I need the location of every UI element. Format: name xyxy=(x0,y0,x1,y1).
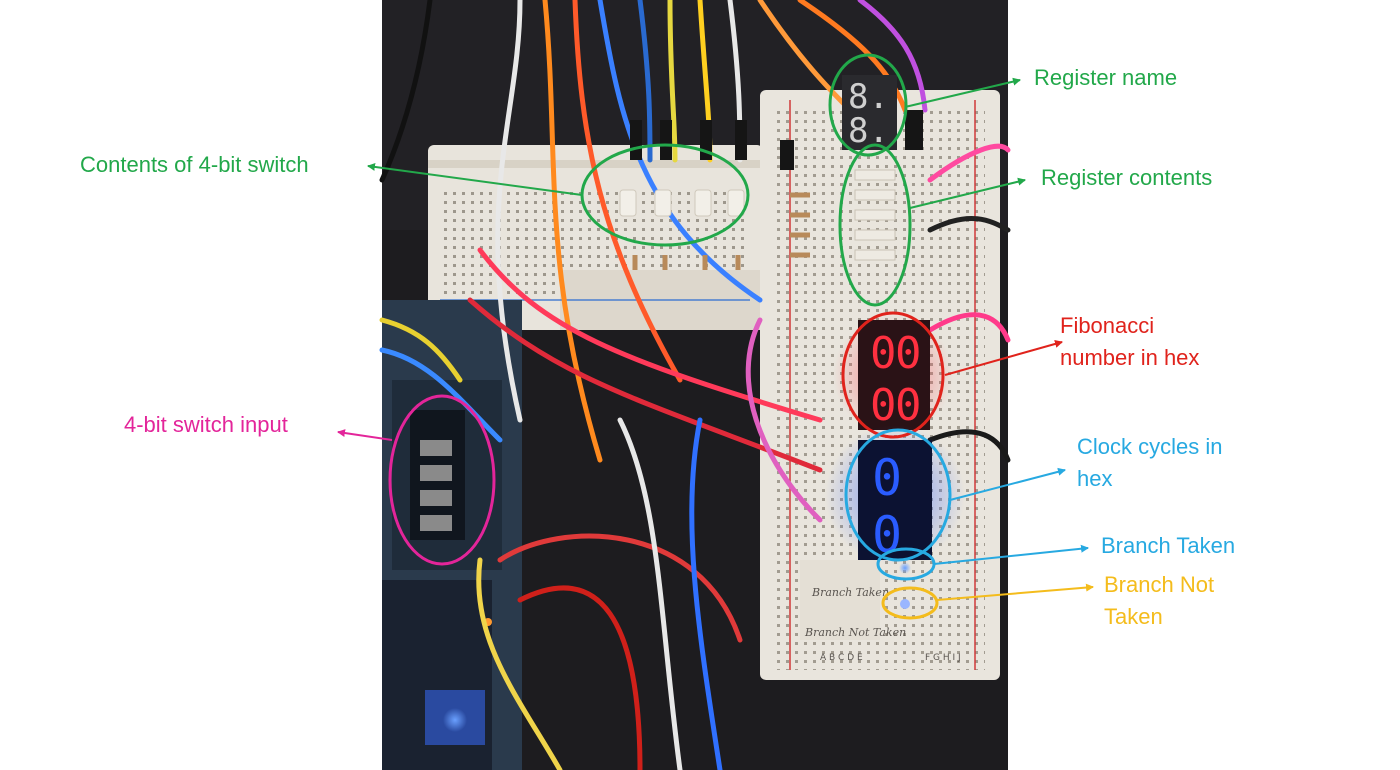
column-letters-left: A B C D E xyxy=(820,653,863,663)
resistors xyxy=(632,192,810,270)
switch-input-arrow xyxy=(337,429,393,441)
clock-ellipse xyxy=(844,428,952,562)
register-name-display: 8. 8. xyxy=(842,75,897,151)
dip-switch xyxy=(410,410,465,540)
branch-not-taken-label-line1: Branch Not xyxy=(1104,572,1215,597)
clock-label-line2: hex xyxy=(1077,466,1113,491)
branch-not-taken-led xyxy=(900,599,910,609)
branch-taken-led xyxy=(899,562,911,574)
switch-input-ellipse xyxy=(388,394,496,566)
fibonacci-digit-1: 0 xyxy=(870,328,897,379)
register-contents-arrow xyxy=(909,177,1026,209)
svg-text:8.: 8. xyxy=(848,111,889,151)
branch-taken-label: Branch Taken xyxy=(1101,533,1236,558)
fibonacci-digit-4: 0 xyxy=(895,380,922,431)
jumper-wires xyxy=(379,0,1011,770)
fibonacci-label-line1: Fibonacci xyxy=(1060,313,1155,338)
branch-not-taken-note: Branch Not Taken xyxy=(804,626,906,639)
clock-display: 0 0 xyxy=(825,425,965,565)
fibonacci-display: 0 0 0 0 xyxy=(833,315,953,435)
branch-taken-note: Branch Taken xyxy=(811,586,889,599)
switch-leds xyxy=(619,189,745,217)
clock-digit-1: 0 xyxy=(872,449,902,507)
branch-not-taken-label-line2: Taken xyxy=(1104,604,1163,629)
column-letters-right: F G H I J xyxy=(925,653,961,663)
switch-contents-label: Contents of 4-bit switch xyxy=(80,152,309,177)
switch-input-label: 4-bit switch input xyxy=(124,412,288,437)
switch-contents-arrow xyxy=(367,162,583,196)
branch-taken-arrow xyxy=(933,544,1089,565)
breadboard-photo: 8. 8. 0 0 0 0 0 0 Branch Taken Branch No… xyxy=(379,0,1011,770)
clock-arrow xyxy=(949,467,1066,501)
register-name-ellipse xyxy=(828,53,908,157)
fibonacci-ellipse xyxy=(841,311,945,439)
register-name-label: Register name xyxy=(1034,65,1178,90)
board-notes: Branch Taken Branch Not Taken xyxy=(804,586,906,639)
column-letters: A B C D E F G H I J xyxy=(820,653,961,663)
fibonacci-digit-3: 0 xyxy=(870,380,897,431)
register-leds xyxy=(854,169,896,261)
register-contents-ellipse xyxy=(838,143,912,307)
fibonacci-arrow xyxy=(944,340,1063,376)
svg-text:8.: 8. xyxy=(848,77,889,117)
fibonacci-label-line2: number in hex xyxy=(1060,345,1200,370)
register-name-arrow xyxy=(904,77,1021,108)
register-contents-label: Register contents xyxy=(1041,165,1213,190)
branch-not-taken-ellipse xyxy=(881,586,939,620)
fibonacci-digit-2: 0 xyxy=(895,328,922,379)
annotation-overlay xyxy=(337,53,1094,620)
clock-label-line1: Clock cycles in xyxy=(1077,434,1223,459)
branch-not-taken-arrow xyxy=(936,583,1094,601)
